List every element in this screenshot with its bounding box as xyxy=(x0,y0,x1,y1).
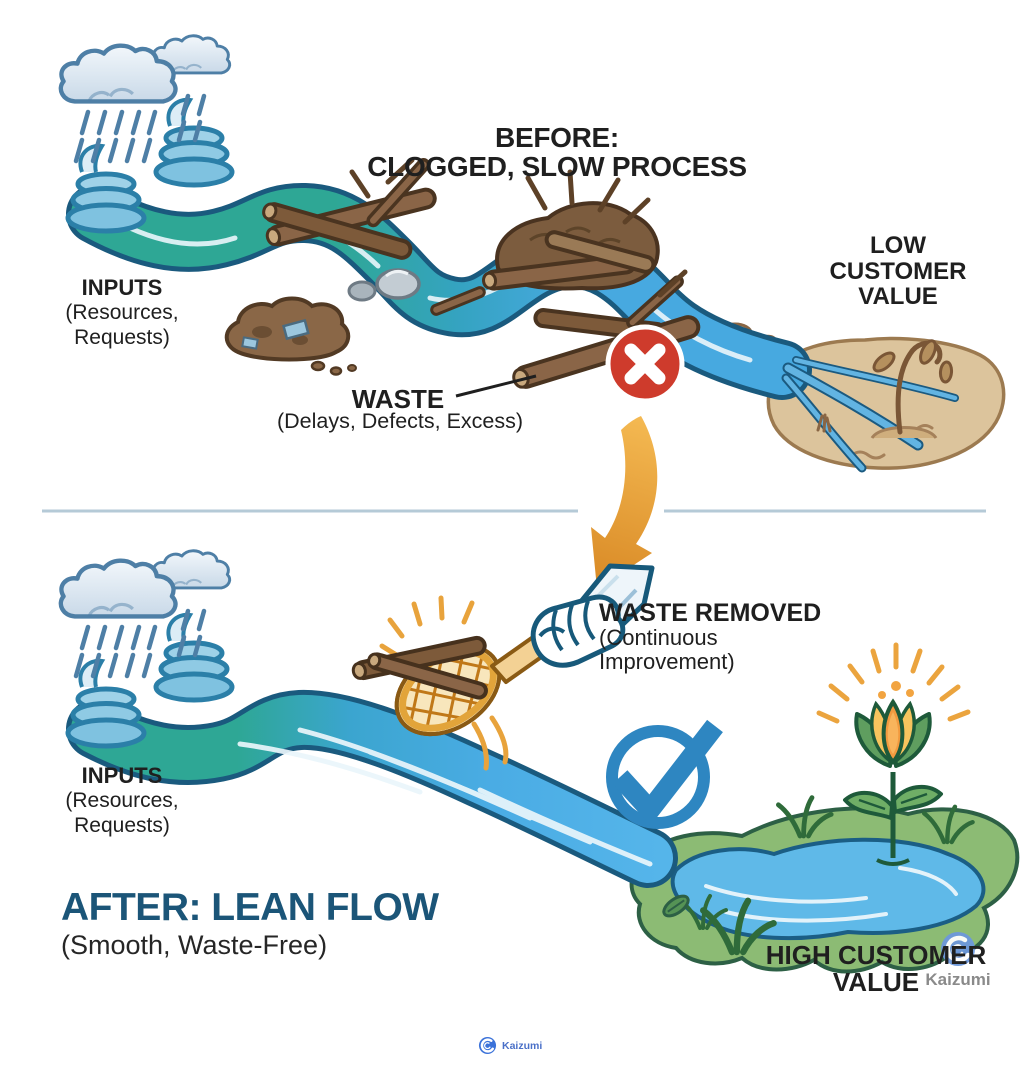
low-customer-value-label: LOW CUSTOMER VALUE xyxy=(813,233,983,310)
hand-icon xyxy=(530,563,655,668)
waste-label: WASTE xyxy=(351,384,445,414)
inputs-sub1: (Resources, xyxy=(65,789,179,812)
brand-watermark-corner: Kaizumi xyxy=(925,970,991,989)
leaf-icon xyxy=(662,894,690,918)
waste-sublabel: (Delays, Defects, Excess) xyxy=(276,409,524,433)
check-icon xyxy=(606,719,723,829)
high-value-line2: VALUE xyxy=(832,967,920,997)
before-title-line2: CLOGGED, SLOW PROCESS xyxy=(367,151,747,182)
flower-rays xyxy=(816,642,971,724)
waste-removal-group xyxy=(351,563,655,771)
high-customer-value-label: HIGH CUSTOMER VALUE xyxy=(756,942,996,996)
after-river xyxy=(66,689,678,888)
inputs-sub2: Requests) xyxy=(74,814,170,837)
before-title: BEFORE: CLOGGED, SLOW PROCESS xyxy=(307,123,807,181)
low-value-line1: LOW xyxy=(870,232,926,259)
inputs-sub1: (Resources, xyxy=(65,301,179,324)
high-value-line1: HIGH CUSTOMER xyxy=(765,940,987,970)
waste-pointer-line xyxy=(455,374,537,398)
before-scene xyxy=(61,36,1006,473)
after-scene xyxy=(61,551,1020,974)
waste-removed-sub2: Improvement) xyxy=(599,649,735,674)
inputs-label-after: INPUTS (Resources, Requests) xyxy=(40,763,204,838)
error-x-icon xyxy=(605,324,685,404)
flower-icon xyxy=(816,642,971,866)
inputs-label: INPUTS xyxy=(81,763,163,788)
brand-logo-corner xyxy=(941,932,975,966)
before-title-line1: BEFORE: xyxy=(495,122,619,153)
mud-pile xyxy=(224,296,357,376)
inputs-label: INPUTS xyxy=(81,275,163,300)
after-title: AFTER: LEAN FLOW xyxy=(61,886,439,929)
low-value-line2: CUSTOMER xyxy=(829,257,967,285)
brand-logo-footer-icon xyxy=(478,1036,497,1055)
waste-removed-label-group: WASTE REMOVED (Continuous Improvement) xyxy=(599,600,849,674)
wilted-plant-icon xyxy=(816,339,954,440)
brand-footer-name: Kaizumi xyxy=(502,1039,543,1052)
after-subtitle: (Smooth, Waste-Free) xyxy=(61,930,328,960)
log-jam-upstream xyxy=(262,157,437,260)
inputs-sub2: Requests) xyxy=(74,326,170,349)
brand-watermark-footer: Kaizumi xyxy=(478,1036,542,1055)
rocks xyxy=(347,268,421,302)
inputs-label-before: INPUTS (Resources, Requests) xyxy=(40,275,204,350)
removed-log xyxy=(367,652,488,700)
low-value-line3: VALUE xyxy=(858,283,938,310)
floating-stick xyxy=(430,286,486,316)
transition-arrow-icon xyxy=(591,416,658,589)
waste-removed-label: WASTE REMOVED xyxy=(599,599,822,627)
waste-removed-sub1: (Continuous xyxy=(599,625,718,650)
log-jam-mound xyxy=(482,169,660,291)
